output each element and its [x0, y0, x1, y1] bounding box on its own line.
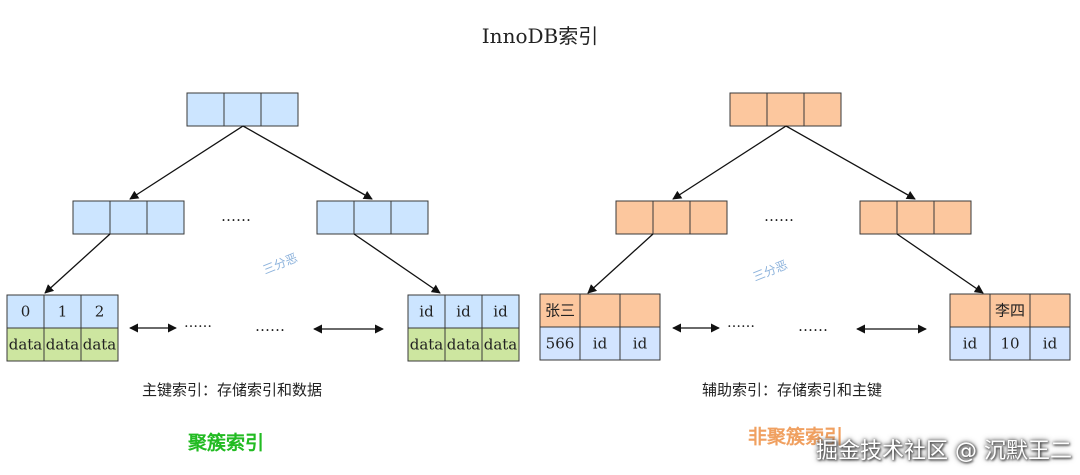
secondary-leaf-right-data-0: id: [963, 335, 978, 353]
secondary-root-cell-2: [803, 92, 842, 127]
clustered-ellipsis-near: ……: [184, 315, 212, 331]
secondary-caption: 辅助索引：存储索引和主键: [702, 381, 883, 399]
clustered-leaf-left-key-1: 1: [58, 303, 68, 321]
clustered-edge-mid-right: [353, 233, 441, 294]
clustered-edge-mid-left: [44, 233, 111, 294]
secondary-label: 非聚簇索引: [748, 426, 844, 448]
secondary-leaf-right-data-cell-1: [989, 326, 1031, 361]
secondary-leaf-left-key-cell-1: [579, 293, 621, 328]
clustered-leaf-right-key-cell-2: [481, 294, 520, 329]
secondary-mid-right-cell-0: [859, 200, 898, 235]
secondary-ellipsis-mid: ……: [764, 207, 794, 225]
clustered-ellipsis-bottom: ……: [255, 317, 285, 335]
secondary-leaf-left-data-2: id: [633, 335, 648, 353]
secondary-mid-left-cell-2: [689, 200, 728, 235]
secondary-root-cell-0: [729, 92, 768, 127]
clustered-mid-right-cell-0: [316, 200, 355, 235]
secondary-leaf-left-key-0: 张三: [545, 302, 575, 320]
clustered-leaf-left-data-1: data: [46, 336, 80, 354]
secondary-leaf-right-data-cell-2: [1029, 326, 1071, 361]
secondary-leaf-right-data-2: id: [1043, 335, 1058, 353]
clustered-leaf-right-key-cell-0: [407, 294, 446, 329]
clustered-leaf-right-key-1: id: [456, 303, 471, 321]
clustered-leaf-left-key-0: 0: [21, 303, 31, 321]
secondary-mid-left-cell-1: [652, 200, 691, 235]
clustered-leaf-left-key-cell-1: [43, 294, 82, 329]
clustered-leaf-right-key-0: id: [419, 303, 434, 321]
clustered-edge-root-left: [129, 125, 244, 200]
clustered-root-cell-1: [223, 92, 262, 127]
secondary-leaf-left-data-1: id: [593, 335, 608, 353]
clustered-leaf-left-key-2: 2: [95, 303, 105, 321]
secondary-edge-mid-left: [587, 233, 654, 294]
clustered-edge-root-right: [242, 125, 373, 200]
secondary-mid-left-cell-0: [615, 200, 654, 235]
clustered-leaf-right-key-2: id: [493, 303, 508, 321]
clustered-mid-left-cell-2: [146, 200, 185, 235]
clustered-leaf-right-data-0: data: [410, 336, 444, 354]
secondary-mid-right-cell-2: [933, 200, 972, 235]
clustered-root-cell-2: [260, 92, 299, 127]
clustered-caption: 主键索引：存储索引和数据: [142, 381, 323, 399]
secondary-edge-root-left: [672, 125, 787, 200]
secondary-leaf-left-key-cell-2: [619, 293, 661, 328]
secondary-leaf-right-data-1: 10: [1000, 335, 1019, 353]
secondary-ellipsis-near: ……: [727, 315, 755, 331]
clustered-mid-right-cell-2: [390, 200, 429, 235]
secondary-leaf-right-key-1: 李四: [995, 302, 1025, 320]
secondary-mid-right-cell-1: [896, 200, 935, 235]
clustered-mid-right-cell-1: [353, 200, 392, 235]
diagram-title: InnoDB索引: [481, 24, 599, 48]
secondary-leaf-right-key-cell-0: [949, 293, 991, 328]
clustered-leaf-right-data-2: data: [484, 336, 518, 354]
clustered-root-cell-0: [186, 92, 225, 127]
clustered-leaf-left-data-2: data: [83, 336, 117, 354]
clustered-leaf-right-data-1: data: [447, 336, 481, 354]
secondary-edge-root-right: [785, 125, 916, 200]
secondary-leaf-left-data-cell-0: [539, 326, 581, 361]
secondary-root-cell-1: [766, 92, 805, 127]
secondary-leaf-right-key-cell-2: [1029, 293, 1071, 328]
clustered-leaf-left-data-0: data: [9, 336, 43, 354]
secondary-leaf-left-data-cell-2: [619, 326, 661, 361]
secondary-leaf-left-data-0: 566: [546, 335, 575, 353]
corner-watermark: 掘金技术社区 @ 沉默王二: [816, 439, 1072, 464]
clustered-label: 聚簇索引: [188, 432, 265, 454]
clustered-leaf-right-key-cell-1: [444, 294, 483, 329]
clustered-leaf-left-key-cell-2: [80, 294, 119, 329]
secondary-edge-mid-right: [896, 233, 984, 294]
clustered-mid-left-cell-0: [72, 200, 111, 235]
clustered-mid-left-cell-1: [109, 200, 148, 235]
clustered-ellipsis-mid: ……: [221, 207, 251, 225]
secondary-ellipsis-bottom: ……: [798, 317, 828, 335]
clustered-leaf-left-data-cell-2: [80, 327, 119, 362]
secondary-leaf-right-data-cell-0: [949, 326, 991, 361]
clustered-leaf-right-data-cell-2: [481, 327, 520, 362]
